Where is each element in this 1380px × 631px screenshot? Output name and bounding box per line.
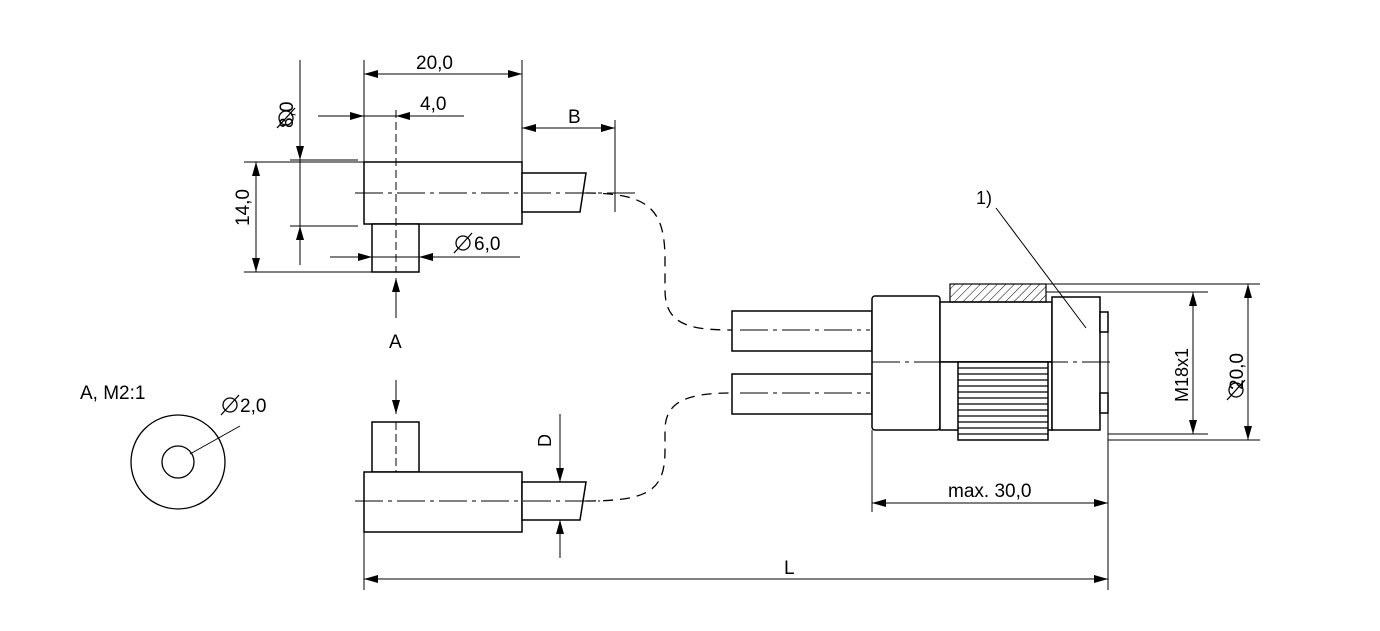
diameter-symbol-icon [220,394,240,416]
note-1-label: 1) [976,188,992,208]
connector [731,283,1110,441]
diameter-symbol-icon [276,107,296,129]
lower-sensor-head [355,421,600,533]
detail-title: A, M2:1 [80,383,145,404]
dim-l-label: L [784,558,795,579]
diameter-symbol-icon [453,232,473,254]
diameter-symbol-icon [1226,379,1246,401]
dim-14-label: 14,0 [233,189,254,226]
view-a-label: A [389,332,402,353]
dim-max30-label: max. 30,0 [948,481,1031,502]
dim-m18-label: M18x1 [1172,348,1192,402]
dim-b-label: B [568,107,581,128]
dim-phi6-label: 6,0 [474,234,500,255]
dim-20-top-label: 20,0 [416,53,453,74]
dim-4-label: 4,0 [420,94,446,115]
dim-phi2-label: 2,0 [240,396,266,417]
dim-d-label: D [535,434,555,447]
upper-dimensions [244,60,616,414]
knurled-nut [957,361,1049,441]
dim-phi20-label: 20,0 [1227,353,1248,390]
lower-dimensions: D [535,414,564,558]
upper-sensor-head [355,110,640,273]
upper-dimension-texts: 20,0 4,0 B 8,0 14,0 6,0 A [233,53,581,353]
detail-view-a: A, M2:1 2,0 [80,383,266,510]
cable-path [585,192,733,502]
connector-dimensions: 1) M18x1 20,0 max. 30,0 [363,188,1260,590]
